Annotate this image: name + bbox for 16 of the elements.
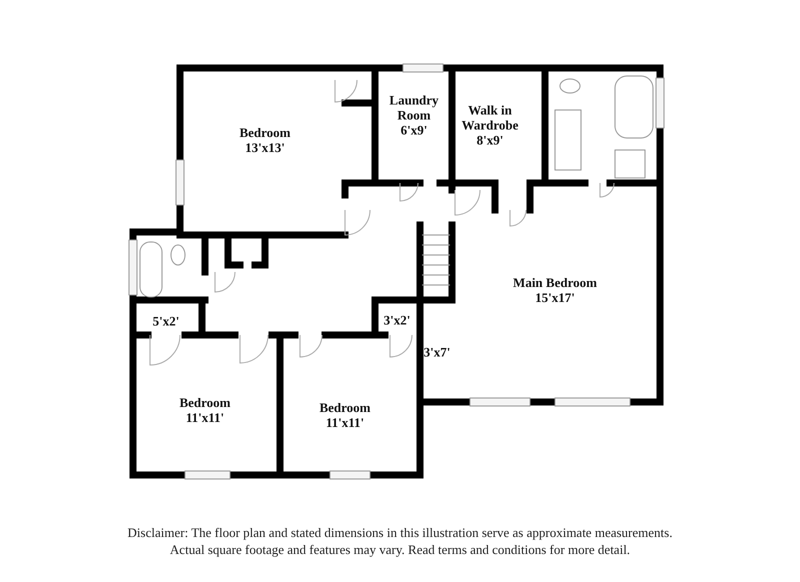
- room-name: Walk in Wardrobe: [460, 102, 520, 132]
- room-dimensions: 13'x13': [245, 140, 285, 155]
- room-dimensions: 5'x2': [152, 314, 180, 328]
- room-dimensions: 11'x11': [326, 415, 364, 430]
- room-dimensions: 3'x2': [384, 312, 410, 328]
- room-dimensions: 3'x7': [424, 344, 450, 360]
- room-name: Laundry Room: [388, 92, 440, 122]
- disclaimer-text: Disclaimer: The floor plan and stated dimensions in this illustration serve as approximate measurements. Actual square footage and features may vary. Read terms and conditions for more detail.: [126, 524, 674, 558]
- room-name: Bedroom: [319, 400, 371, 415]
- room-dimensions: 6'x9': [400, 122, 428, 138]
- room-dimensions: 8'x9': [476, 132, 504, 148]
- room-name: Bedroom: [239, 125, 291, 140]
- room-name: Main Bedroom: [513, 275, 597, 290]
- room-name: Bedroom: [179, 395, 231, 410]
- room-dimensions: 15'x17': [535, 290, 575, 305]
- room-dimensions: 11'x11': [186, 410, 224, 425]
